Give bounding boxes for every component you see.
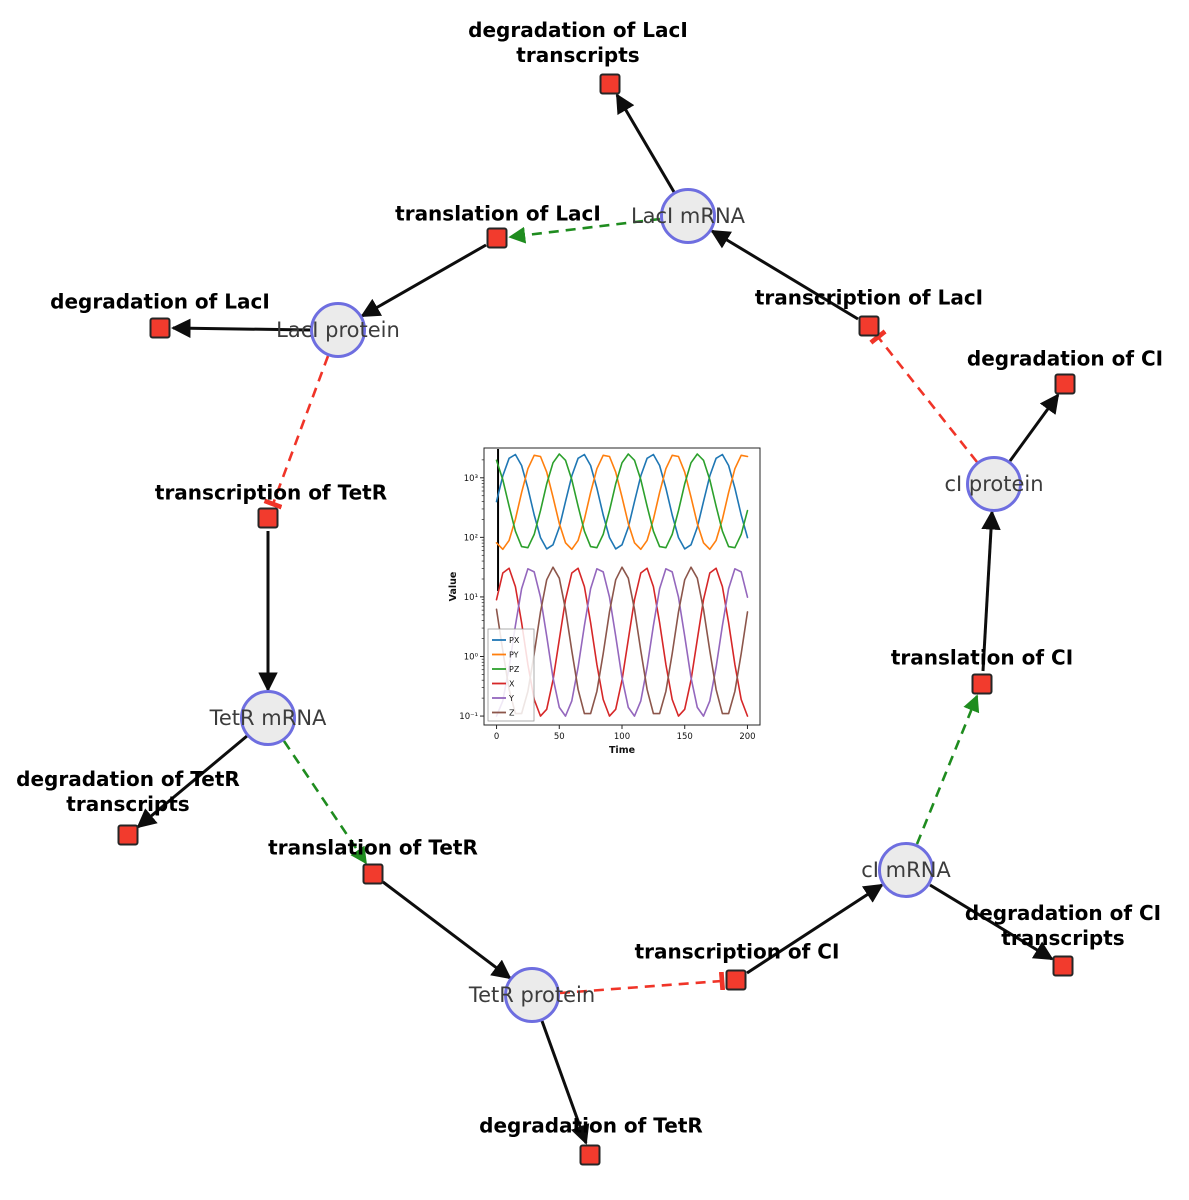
edge-laci-mrna-modifier-translation-laci [508, 217, 661, 244]
reaction-node-deg-laci [149, 317, 171, 339]
species-label-tetr-mrna: TetR mRNA [209, 706, 327, 730]
species-node-laci-protein [310, 302, 366, 358]
reaction-label-deg-ci: degradation of CI [966, 346, 1164, 371]
species-label-ci-mrna: cI mRNA [861, 858, 951, 882]
reaction-label-transcription-laci: transcription of LacI [754, 285, 984, 310]
edge-tetr-protein-to-deg-tetr [540, 1020, 590, 1145]
y-tick-label: 10¹ [464, 593, 478, 603]
species-label-tetr-protein: TetR protein [468, 983, 596, 1007]
species-label-laci-mrna: LacI mRNA [630, 204, 746, 228]
reaction-label-deg-laci-transcripts: degradation of LacI transcripts [468, 18, 688, 67]
edge-transcription-ci-to-ci-mrna [746, 883, 884, 975]
chart-legend-box [487, 628, 535, 722]
reaction-label-deg-tetr-transcripts: degradation of TetR transcripts [16, 767, 240, 816]
reaction-node-deg-laci-transcripts [599, 73, 621, 95]
x-tick-label: 0 [494, 732, 499, 742]
x-tick-label: 100 [614, 732, 630, 742]
series-PX [495, 453, 749, 550]
reaction-node-deg-tetr [579, 1144, 601, 1166]
legend-entry-Z: Z [509, 709, 515, 718]
reaction-node-translation-tetr [362, 863, 384, 885]
legend-entry-PZ: PZ [509, 665, 520, 674]
y-tick-label: 10³ [464, 474, 478, 484]
reaction-label-deg-laci: degradation of LacI [50, 289, 270, 314]
reaction-node-translation-laci [486, 227, 508, 249]
x-tick-label: 150 [677, 732, 693, 742]
edge-tetr-mrna-modifier-translation-tetr [282, 740, 368, 865]
reaction-label-deg-tetr: degradation of TetR [479, 1113, 703, 1138]
series-Y [495, 568, 749, 717]
reaction-node-transcription-laci [858, 315, 880, 337]
reaction-label-deg-ci-transcripts: degradation of CI transcripts [964, 901, 1162, 950]
edge-ci-protein-inhibits-transcription-laci [869, 329, 979, 463]
reaction-node-deg-ci [1054, 373, 1076, 395]
edge-transcription-laci-to-laci-mrna [710, 229, 859, 321]
reaction-label-translation-tetr: translation of TetR [268, 835, 478, 860]
chart-ylabel: Value [448, 572, 459, 602]
edge-ci-protein-to-deg-ci [1008, 393, 1060, 462]
x-tick-label: 50 [554, 732, 565, 742]
species-node-laci-mrna [660, 188, 716, 244]
species-label-ci-protein: cI protein [944, 472, 1044, 496]
species-node-tetr-protein [504, 967, 560, 1023]
edge-translation-tetr-to-tetr-protein [382, 880, 512, 980]
reaction-label-transcription-ci: transcription of CI [634, 939, 840, 964]
y-tick-label: 10⁰ [464, 652, 479, 662]
species-node-ci-mrna [878, 842, 934, 898]
reaction-node-translation-ci [971, 673, 993, 695]
reaction-node-transcription-ci [725, 969, 747, 991]
series-PZ [495, 453, 749, 549]
species-node-ci-protein [966, 456, 1022, 512]
chart-xlabel: Time [609, 745, 635, 756]
reaction-label-transcription-tetr: transcription of TetR [154, 480, 388, 505]
reaction-node-deg-ci-transcripts [1052, 955, 1074, 977]
reaction-label-translation-laci: translation of LacI [395, 201, 601, 226]
series-PY [495, 454, 749, 551]
edge-translation-ci-to-ci-protein [981, 510, 1001, 672]
legend-entry-Y: Y [508, 694, 514, 703]
species-label-laci-protein: LacI protein [276, 318, 400, 342]
legend-entry-PY: PY [509, 651, 519, 660]
edge-ci-mrna-to-deg-ci-transcripts [929, 883, 1054, 961]
edge-translation-laci-to-laci-protein [360, 243, 487, 318]
edge-laci-mrna-to-deg-laci-transcripts [615, 93, 676, 193]
y-tick-label: 10⁻¹ [459, 712, 478, 722]
x-tick-label: 200 [739, 732, 755, 742]
species-node-tetr-mrna [240, 690, 296, 746]
series-Z [495, 566, 749, 715]
edge-tetr-mrna-to-deg-tetr-transcripts [136, 734, 248, 829]
legend-entry-PX: PX [509, 636, 520, 645]
reaction-node-transcription-tetr [257, 507, 279, 529]
edge-laci-protein-to-deg-laci [171, 318, 311, 339]
edge-ci-mrna-modifier-translation-ci [915, 694, 980, 845]
reaction-node-deg-tetr-transcripts [117, 824, 139, 846]
reaction-label-translation-ci: translation of CI [890, 645, 1074, 670]
y-tick-label: 10² [464, 533, 478, 543]
legend-entry-X: X [509, 680, 515, 689]
edge-laci-protein-inhibits-transcription-tetr [263, 355, 330, 510]
